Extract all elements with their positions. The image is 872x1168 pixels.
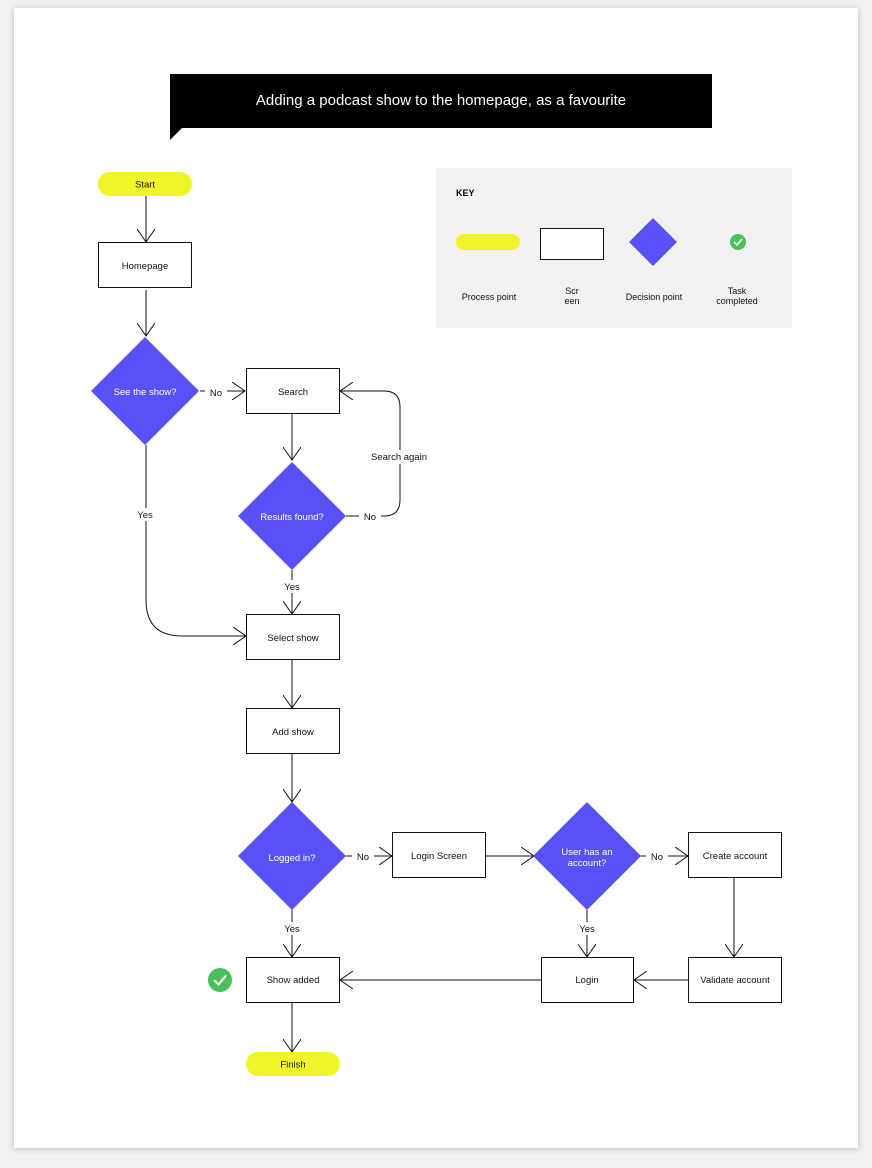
search-label: Search: [278, 387, 308, 398]
see-show-decision: [91, 337, 199, 445]
add-show-box: [246, 708, 340, 754]
select-show-box: [246, 614, 340, 660]
key-panel: KEY Process point Scr een Decision point…: [436, 168, 792, 328]
logged-in-yes-label: Yes: [284, 924, 300, 935]
search-again-label: Search again: [371, 452, 427, 463]
results-found-decision: [238, 462, 346, 570]
see-show-no-label: No: [210, 388, 222, 399]
user-has-account-label-line2: account?: [568, 858, 607, 869]
key-task-caption-line1: Task: [727, 286, 747, 296]
results-found-label: Results found?: [260, 512, 323, 523]
page-title: Adding a podcast show to the homepage, a…: [255, 92, 627, 109]
login-label: Login: [575, 975, 598, 986]
title-banner-tail: [170, 127, 183, 140]
key-process-swatch: [456, 234, 520, 250]
finish-node: Finish: [246, 1052, 340, 1076]
add-show-label: Add show: [272, 727, 314, 738]
search-box: [246, 368, 340, 414]
account-yes-label: Yes: [579, 924, 595, 935]
edge-see-show-select: [145, 445, 246, 636]
key-screen-caption-line2: een: [564, 296, 580, 306]
account-no-label: No: [651, 852, 663, 863]
show-added-label: Show added: [267, 975, 320, 986]
key-decision-swatch: [629, 218, 677, 266]
key-symbols: [456, 218, 746, 266]
start-label: Start: [135, 180, 155, 191]
finish-label: Finish: [280, 1060, 305, 1071]
logged-in-no-label: No: [357, 852, 369, 863]
login-screen-label: Login Screen: [411, 851, 467, 862]
key-process-caption: Process point: [461, 292, 517, 302]
results-no-label: No: [364, 512, 376, 523]
create-account-label: Create account: [703, 851, 768, 862]
logged-in-label: Logged in?: [268, 853, 315, 864]
connectors: [146, 196, 734, 1052]
show-added-box: [246, 957, 340, 1003]
see-show-label: See the show?: [114, 387, 177, 398]
login-screen-box: [392, 832, 486, 878]
user-has-account-label-line1: User has an: [561, 847, 612, 858]
key-task-caption-line2: completed: [716, 296, 758, 306]
edge-label-backdrops: [133, 386, 668, 935]
key-screen-caption: Scr een: [546, 286, 598, 306]
create-account-box: [688, 832, 782, 878]
edge-labels: No Yes Search again No Yes No No Yes Yes: [137, 388, 663, 935]
key-decision-caption: Decision point: [625, 292, 683, 302]
key-heading: KEY: [456, 188, 475, 198]
homepage-box: [98, 242, 192, 288]
results-yes-label: Yes: [284, 582, 300, 593]
start-node: Start: [98, 172, 192, 196]
validate-account-label: Validate account: [700, 975, 770, 986]
key-screen-swatch: [540, 228, 604, 260]
logged-in-decision: [238, 802, 346, 910]
user-has-account-decision: [533, 802, 641, 910]
login-box: [541, 957, 634, 1003]
see-show-yes-label: Yes: [137, 510, 153, 521]
key-screen-caption-line1: Scr: [565, 286, 579, 296]
title-banner: [170, 74, 712, 128]
key-task-caption: Task completed: [702, 286, 772, 306]
homepage-label: Homepage: [122, 261, 168, 272]
validate-account-box: [688, 957, 782, 1003]
task-completed-check-icon: [208, 968, 232, 992]
select-show-label: Select show: [267, 633, 318, 644]
check-icon: [730, 234, 746, 250]
